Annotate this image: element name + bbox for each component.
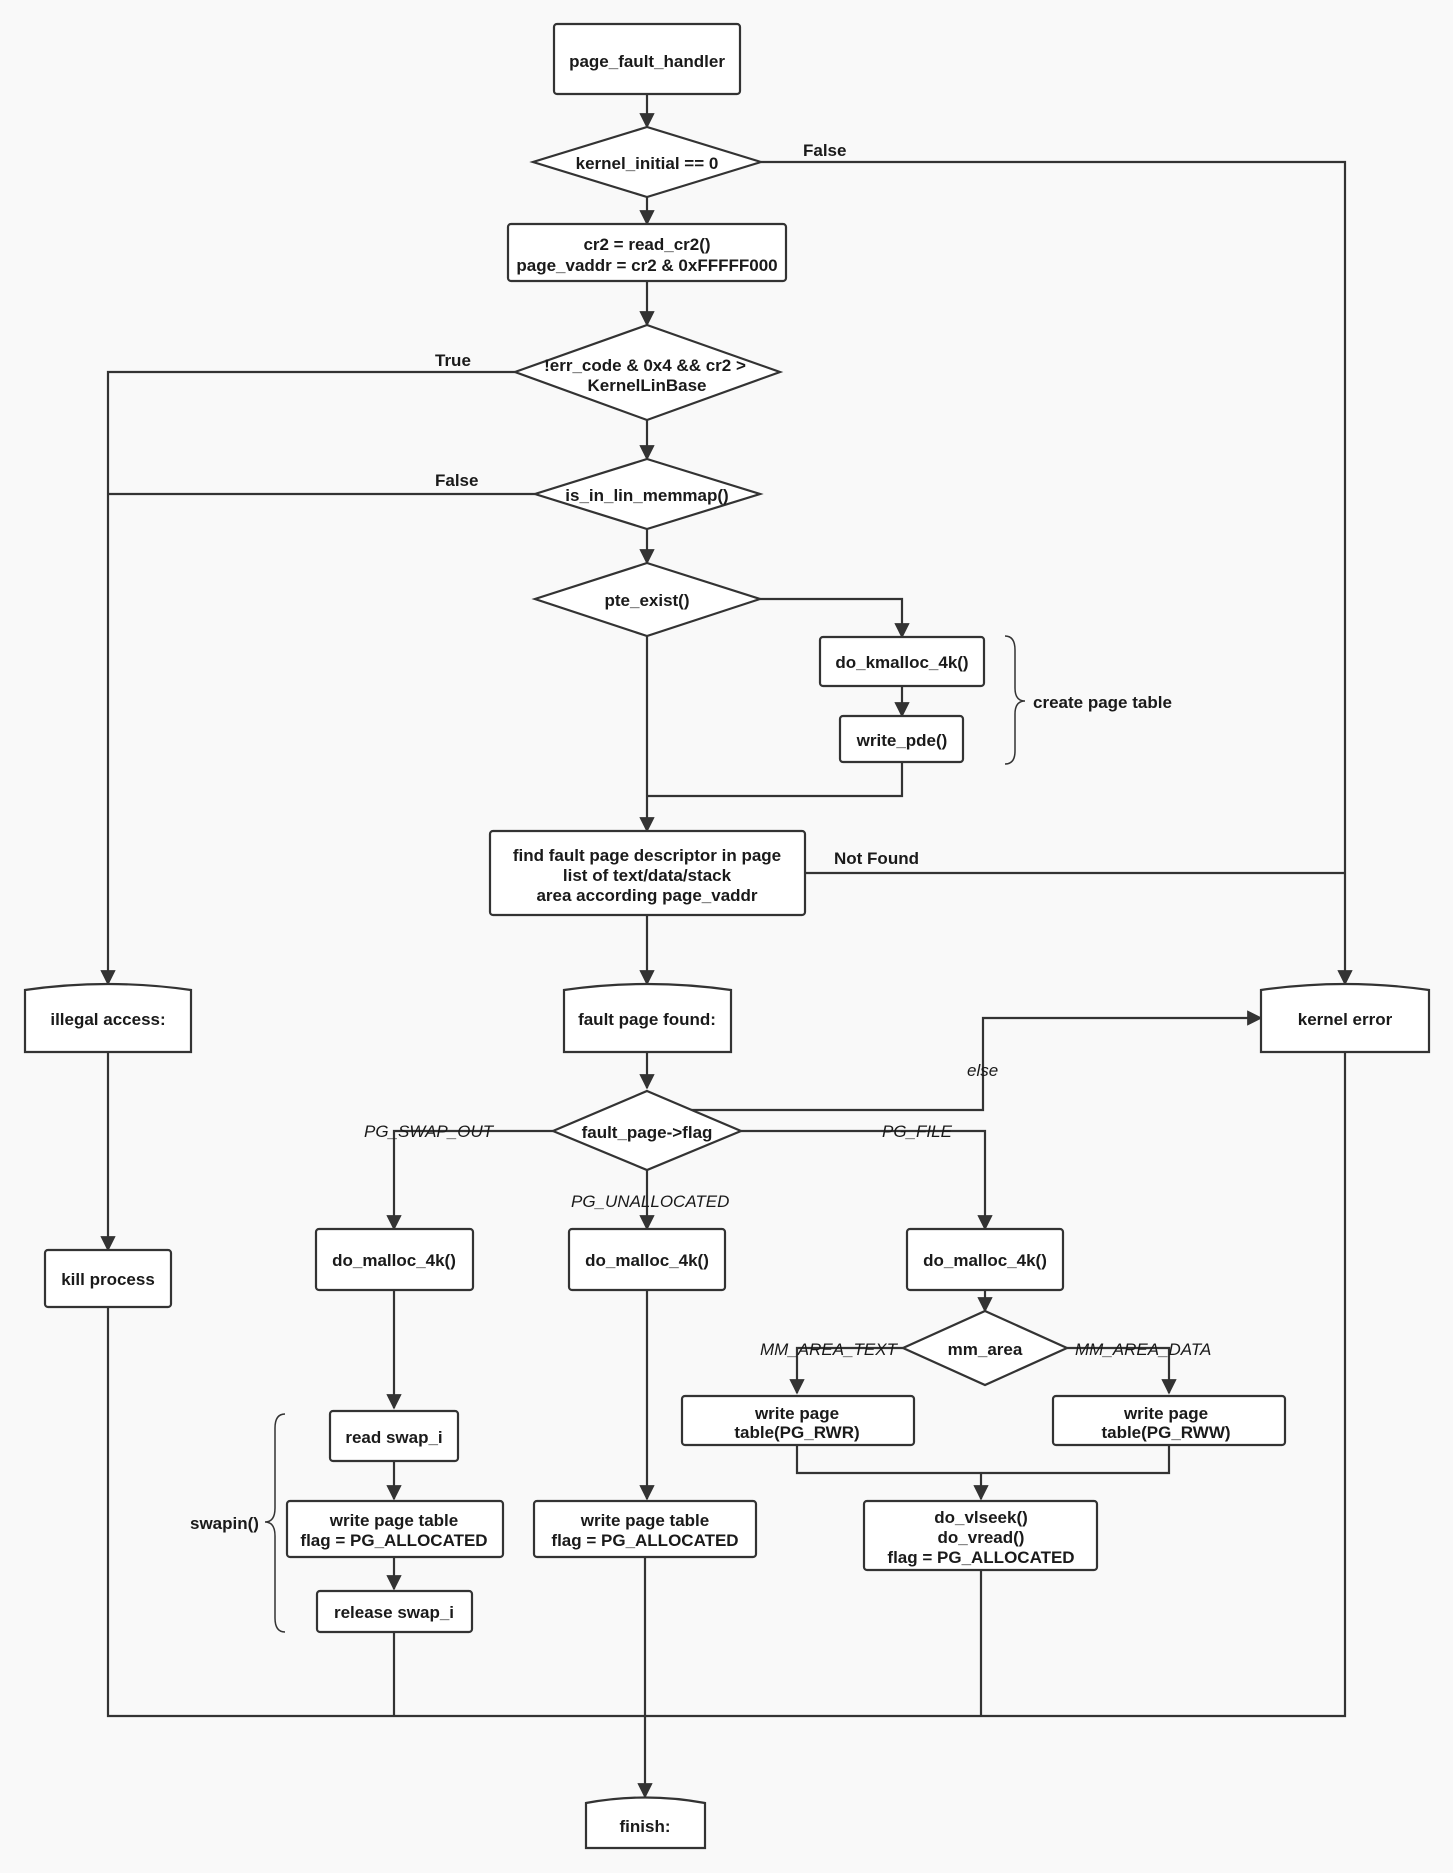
edge-flag-swap-out (386, 1129, 553, 1231)
node-page-fault-handler: page_fault_handler (552, 22, 742, 96)
label-pg-unallocated: PG_UNALLOCATED (571, 1192, 729, 1211)
kernel-error-text: kernel error (1298, 1010, 1393, 1029)
node-kill-process: kill process (43, 1248, 173, 1309)
find-fault-line-2: list of text/data/stack (563, 866, 732, 885)
node-mm-area-decision: mm_area (900, 1309, 1070, 1387)
edge-pte-exist-to-kmalloc (760, 597, 910, 639)
kill-process-text: kill process (61, 1270, 155, 1289)
read-swap-i-text: read swap_i (345, 1428, 442, 1447)
edge-flag-else-to-kernel-error (690, 1010, 1263, 1112)
node-pte-exist-decision: pte_exist() (531, 561, 764, 638)
node-do-kmalloc-4k: do_kmalloc_4k() (818, 635, 986, 688)
is-in-lin-memmap-text: is_in_lin_memmap() (565, 486, 728, 505)
vlseek-line-1: do_vlseek() (934, 1508, 1028, 1527)
finish-text: finish: (620, 1817, 671, 1836)
label-create-page-table: create page table (1033, 693, 1172, 712)
write-swap-line-2: flag = PG_ALLOCATED (300, 1531, 487, 1550)
edge-kernel-initial-false-to-kernel-error (761, 160, 1353, 986)
kernel-initial-text: kernel_initial == 0 (576, 154, 719, 173)
mm-area-text: mm_area (948, 1340, 1023, 1359)
fault-page-flag-text: fault_page->flag (582, 1123, 713, 1142)
label-false-left: False (435, 471, 478, 490)
write-rwr-line-2: table(PG_RWR) (734, 1423, 859, 1442)
node-illegal-access: illegal access: (23, 982, 193, 1054)
do-kmalloc-4k-text: do_kmalloc_4k() (835, 653, 968, 672)
illegal-access-text: illegal access: (50, 1010, 165, 1029)
edges (100, 95, 1353, 1797)
read-cr2-line-2: page_vaddr = cr2 & 0xFFFFF000 (516, 256, 777, 275)
write-unallocated-line-1: write page table (580, 1511, 709, 1530)
edge-mm-area-data (1067, 1346, 1177, 1395)
edge-write-pde-to-merge (647, 762, 904, 798)
find-fault-line-3: area according page_vaddr (536, 886, 757, 905)
node-do-malloc-4k-swap: do_malloc_4k() (314, 1227, 475, 1292)
node-write-page-table-rwr: write page table(PG_RWR) (680, 1394, 916, 1447)
node-fault-page-found: fault page found: (562, 982, 733, 1054)
label-else: else (967, 1061, 998, 1080)
edge-merge-to-finish (106, 1052, 1347, 1797)
write-rww-line-2: table(PG_RWW) (1101, 1423, 1230, 1442)
node-err-code-decision: !err_code & 0x4 && cr2 > KernelLinBase (511, 323, 784, 422)
release-swap-i-text: release swap_i (334, 1603, 454, 1622)
node-kernel-initial-decision: kernel_initial == 0 (529, 125, 765, 199)
page-fault-handler-text: page_fault_handler (569, 52, 725, 71)
write-swap-line-1: write page table (329, 1511, 458, 1530)
label-mm-area-text: MM_AREA_TEXT (760, 1340, 899, 1359)
err-code-line-1: !err_code & 0x4 && cr2 > (544, 356, 746, 375)
fault-page-found-text: fault page found: (578, 1010, 716, 1029)
write-pde-text: write_pde() (856, 731, 948, 750)
vlseek-line-3: flag = PG_ALLOCATED (887, 1548, 1074, 1567)
create-page-table-brace (1004, 635, 1026, 765)
node-fault-page-flag-decision: fault_page->flag (550, 1089, 744, 1172)
find-fault-line-1: find fault page descriptor in page (513, 846, 781, 865)
write-rwr-line-1: write page (754, 1404, 839, 1423)
label-swapin: swapin() (190, 1514, 259, 1533)
write-rww-line-1: write page (1123, 1404, 1208, 1423)
node-do-malloc-4k-file: do_malloc_4k() (905, 1227, 1065, 1292)
edge-flag-file (741, 1129, 993, 1231)
swapin-brace (264, 1413, 286, 1633)
label-true-left: True (435, 351, 471, 370)
node-do-vlseek-vread: do_vlseek() do_vread() flag = PG_ALLOCAT… (862, 1499, 1099, 1572)
edge-mm-area-text (789, 1346, 903, 1395)
label-mm-area-data: MM_AREA_DATA (1075, 1340, 1211, 1359)
node-write-page-table-unallocated: write page table flag = PG_ALLOCATED (532, 1499, 758, 1559)
label-pg-file: PG_FILE (882, 1122, 953, 1141)
node-kernel-error: kernel error (1259, 982, 1431, 1054)
node-do-malloc-4k-unallocated: do_malloc_4k() (567, 1227, 727, 1292)
edge-rwr-rww-to-vlseek (795, 1445, 1171, 1499)
pte-exist-text: pte_exist() (604, 591, 689, 610)
label-not-found: Not Found (834, 849, 919, 868)
read-cr2-line-1: cr2 = read_cr2() (583, 235, 710, 254)
node-read-cr2: cr2 = read_cr2() page_vaddr = cr2 & 0xFF… (506, 222, 788, 283)
write-unallocated-line-2: flag = PG_ALLOCATED (551, 1531, 738, 1550)
node-find-fault-descriptor: find fault page descriptor in page list … (488, 829, 807, 917)
node-read-swap-i: read swap_i (328, 1409, 460, 1463)
do-malloc-file-text: do_malloc_4k() (923, 1251, 1047, 1270)
node-write-page-table-swap: write page table flag = PG_ALLOCATED (285, 1499, 505, 1559)
vlseek-line-2: do_vread() (938, 1528, 1025, 1547)
label-pg-swap-out: PG_SWAP_OUT (364, 1122, 495, 1141)
do-malloc-unallocated-text: do_malloc_4k() (585, 1251, 709, 1270)
node-is-in-lin-memmap-decision: is_in_lin_memmap() (531, 457, 764, 531)
label-false-top: False (803, 141, 846, 160)
edge-err-code-true-to-illegal (100, 370, 515, 986)
node-write-pde: write_pde() (838, 714, 965, 764)
err-code-line-2: KernelLinBase (587, 376, 706, 395)
node-finish: finish: (584, 1796, 707, 1850)
node-write-page-table-rww: write page table(PG_RWW) (1051, 1394, 1287, 1447)
node-release-swap-i: release swap_i (315, 1589, 474, 1634)
do-malloc-swap-text: do_malloc_4k() (332, 1251, 456, 1270)
